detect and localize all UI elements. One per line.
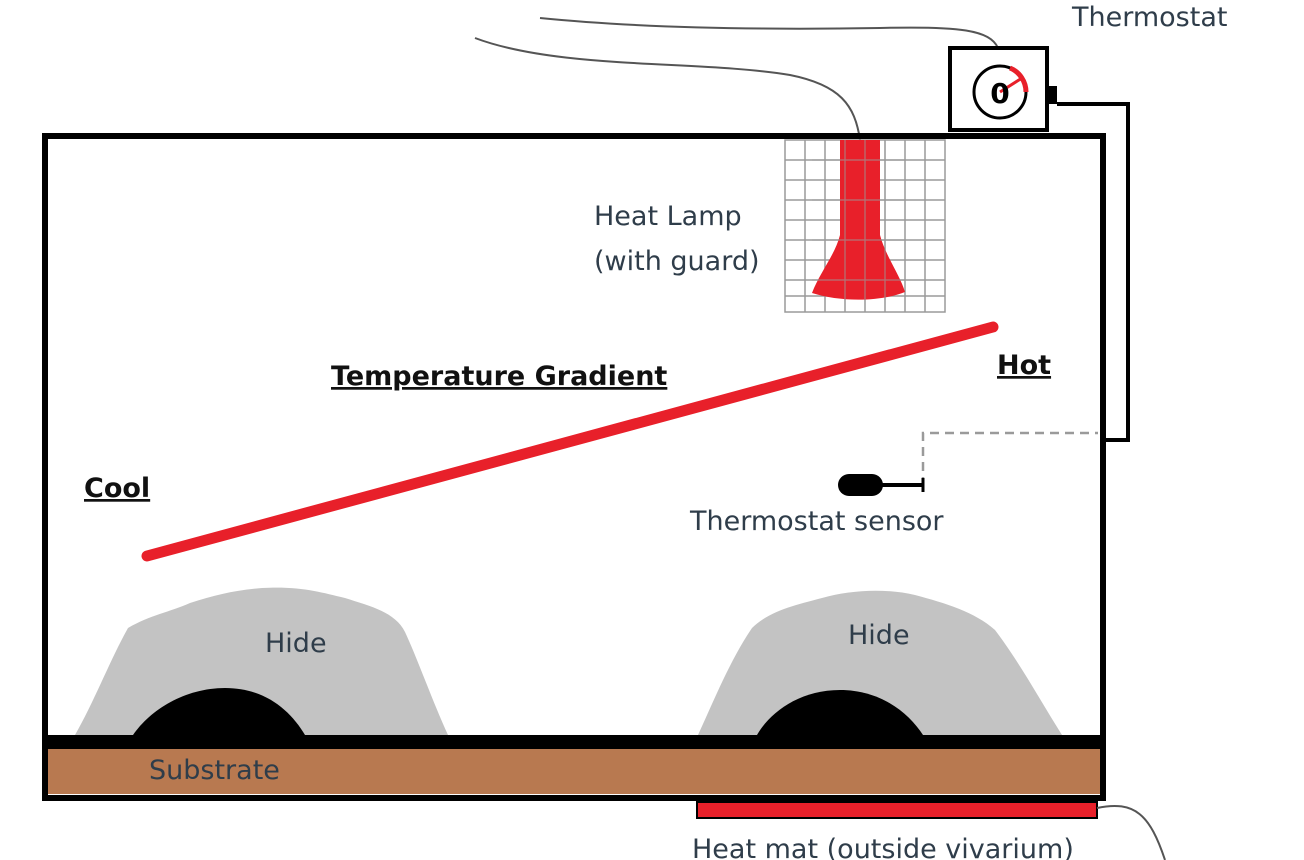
thermostat-sensor-label: Thermostat sensor: [689, 506, 944, 537]
hide-right: [698, 590, 1062, 735]
heat-mat-cable: [1096, 804, 1166, 860]
heat-lamp-guard-label: (with guard): [594, 246, 760, 277]
hide-left: [75, 587, 448, 735]
sensor-wire: [921, 431, 1098, 486]
thermostat-wire: [1057, 102, 1130, 442]
temperature-gradient-line: [141, 321, 999, 562]
thermostat-dial-value: 0: [990, 77, 1009, 110]
vivarium-enclosure: [42, 133, 1106, 801]
temperature-gradient-label: Temperature Gradient: [331, 361, 667, 392]
thermostat-power-cable: [539, 17, 999, 49]
substrate-label: Substrate: [149, 755, 280, 786]
heat-lamp-icon: [812, 140, 905, 300]
lamp-guard-overlay: [812, 140, 905, 300]
thermostat-label: Thermostat: [1071, 2, 1227, 33]
cool-label: Cool: [84, 473, 150, 504]
hide-right-label: Hide: [848, 620, 910, 651]
thermostat-dial-icon: 0: [948, 46, 1057, 132]
thermostat-sensor-icon: [838, 474, 925, 496]
substrate-layer: [48, 749, 1100, 794]
lamp-power-cable: [474, 37, 861, 141]
hot-label: Hot: [997, 350, 1051, 381]
heat-lamp-label: Heat Lamp: [594, 201, 742, 232]
heat-mat: [696, 801, 1098, 819]
hide-left-label: Hide: [265, 628, 327, 659]
substrate-floor-line: [45, 735, 1103, 749]
heat-mat-label: Heat mat (outside vivarium): [692, 834, 1074, 860]
